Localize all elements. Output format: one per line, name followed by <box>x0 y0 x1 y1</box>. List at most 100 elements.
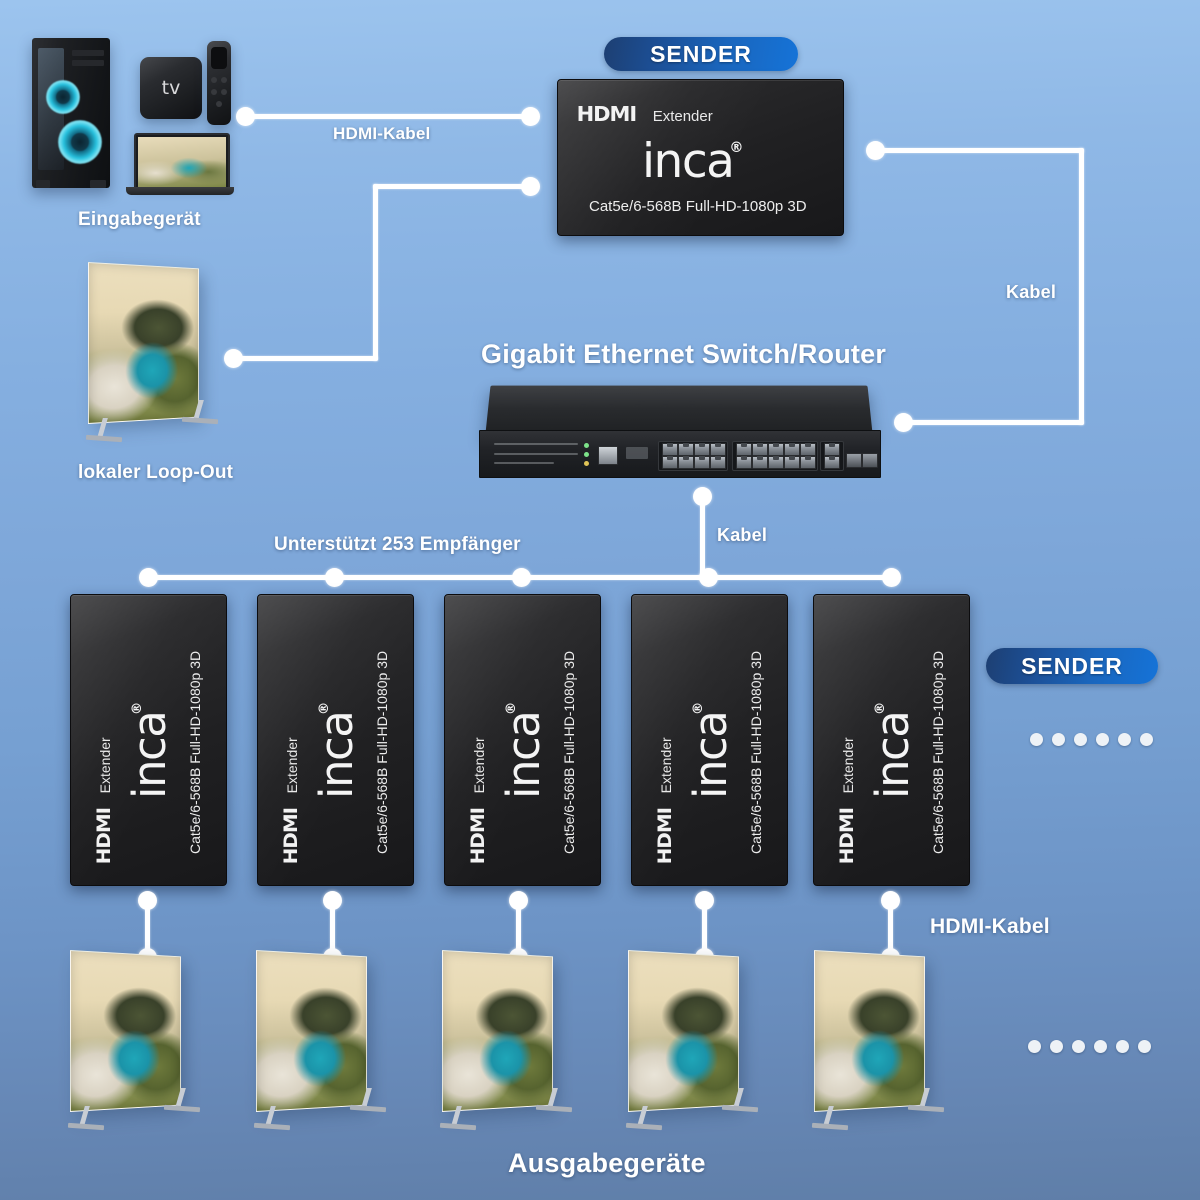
output-tv-4 <box>628 950 758 1112</box>
extender-word-label: Extender <box>652 108 713 125</box>
pc-fan-bottom-icon <box>58 120 102 164</box>
ellipsis-dot <box>1074 733 1087 746</box>
ellipsis-dot <box>1072 1040 1085 1053</box>
remote-icon <box>207 41 231 125</box>
switch-uplink-port <box>824 456 840 469</box>
output-tv-5-screen <box>814 950 925 1112</box>
hdmi-drop-line-3 <box>516 898 521 956</box>
hdmi-logo-icon: HDMI <box>654 808 676 864</box>
extender-word-label: Extender <box>658 737 674 794</box>
switch-title: Gigabit Ethernet Switch/Router <box>481 339 887 369</box>
hdmi-cable-top-dot-left <box>236 107 255 126</box>
switch-rj45-port <box>800 456 816 469</box>
output-tv-3-panel <box>442 950 553 1112</box>
remote-button <box>211 89 217 95</box>
brand-logo: inca ® <box>123 702 176 799</box>
output-tv-4-panel <box>628 950 739 1112</box>
hdmi-cable-top-label: HDMI-Kabel <box>333 124 431 143</box>
ellipsis-dot <box>1050 1040 1063 1053</box>
hdmi-logo-text: HDMI <box>467 808 489 865</box>
brand-logo: inca ® <box>866 702 919 799</box>
hdmi-logo-icon: HDMI <box>93 808 115 864</box>
hdmi-logo-icon: HDMI <box>280 808 302 864</box>
output-tv-4-screen <box>628 950 739 1112</box>
switch-sfp-port <box>862 453 878 468</box>
laptop-screen <box>138 137 226 187</box>
receiver-2-face: HDMI Extender inca ® Cat5e/6-568B Full-H… <box>258 595 413 885</box>
receiver-2: HDMI Extender inca ® Cat5e/6-568B Full-H… <box>257 594 414 886</box>
output-tv-2-foot-left <box>253 1122 291 1131</box>
switch-sfp-port <box>846 453 862 468</box>
receiver-3: HDMI Extender inca ® Cat5e/6-568B Full-H… <box>444 594 601 886</box>
ellipsis-dot <box>1116 1040 1129 1053</box>
hdmi-logo-text: HDMI <box>93 808 115 865</box>
receiver-top-row: HDMI Extender <box>93 737 115 864</box>
loopout-label: lokaler Loop-Out <box>78 462 234 483</box>
brand-logo-text: inca <box>310 711 363 799</box>
loopout-segment-horizontal-top <box>373 184 531 189</box>
distribution-bus-dot <box>512 568 531 587</box>
distribution-bus-dot <box>139 568 158 587</box>
switch-rj45-port <box>800 443 816 456</box>
sender-badge-top-label: SENDER <box>650 40 752 67</box>
registered-mark: ® <box>316 701 332 716</box>
registered-mark: ® <box>872 701 888 716</box>
cable-right-dot-switch <box>894 413 913 432</box>
output-tv-2 <box>256 950 386 1112</box>
loopout-tv-foot-left <box>85 434 123 443</box>
switch-status-led <box>584 452 589 457</box>
ellipsis-dot <box>1030 733 1043 746</box>
hdmi-logo-icon: HDMI <box>576 102 638 126</box>
receiver-top-row: HDMI Extender <box>654 737 676 864</box>
hdmi-drop-line-2 <box>330 898 335 956</box>
loopout-tv-panel <box>88 262 199 424</box>
pc-drive-bay <box>72 60 104 66</box>
switch-rj45-port <box>752 456 768 469</box>
cable-right-dot-sender <box>866 141 885 160</box>
pc-drive-bay <box>72 50 104 56</box>
hdmi-drop-dot-top-3 <box>509 891 528 910</box>
loopout-segment-vertical <box>373 184 378 361</box>
remote-touchpad <box>211 47 227 69</box>
hdmi-drop-dot-top-5 <box>881 891 900 910</box>
output-tv-5 <box>814 950 944 1112</box>
receiver-3-face: HDMI Extender inca ® Cat5e/6-568B Full-H… <box>445 595 600 885</box>
tv-box-icon: tv <box>140 57 202 119</box>
distribution-bus-dot <box>699 568 718 587</box>
receiver-4-face: HDMI Extender inca ® Cat5e/6-568B Full-H… <box>632 595 787 885</box>
bottom-caption: Ausgabegeräte <box>508 1148 706 1178</box>
switch-status-led <box>584 461 589 466</box>
pc-tower-icon <box>32 38 110 188</box>
input-device-label: Eingabegerät <box>78 209 201 230</box>
loopout-segment-horizontal-bottom <box>230 356 378 361</box>
receiver-5: HDMI Extender inca ® Cat5e/6-568B Full-H… <box>813 594 970 886</box>
tv-box-label: tv <box>161 77 181 99</box>
registered-mark: ® <box>129 701 145 716</box>
output-tv-3 <box>442 950 572 1112</box>
hdmi-cable-bottom-label: HDMI-Kabel <box>930 915 1050 938</box>
switch-rj45-port <box>662 443 678 456</box>
switch-console-marking <box>626 447 648 459</box>
laptop-icon <box>126 133 234 199</box>
extender-word-label: Extender <box>471 737 487 794</box>
cable-down-label: Kabel <box>717 525 768 545</box>
remote-button <box>211 77 217 83</box>
switch-front-panel <box>479 430 881 478</box>
hdmi-logo-icon: HDMI <box>836 808 858 864</box>
receiver-spec-line: Cat5e/6-568B Full-HD-1080p 3D <box>930 650 946 854</box>
loopout-tv <box>88 262 218 424</box>
hdmi-logo-text: HDMI <box>576 102 638 126</box>
brand-logo-text: inca <box>866 711 919 799</box>
ellipsis-dot <box>1138 1040 1151 1053</box>
output-tv-4-foot-left <box>625 1122 663 1131</box>
switch-rj45-port <box>768 443 784 456</box>
output-tv-3-screen <box>442 950 553 1112</box>
ellipsis-dot <box>1028 1040 1041 1053</box>
distribution-bus-dot <box>325 568 344 587</box>
ellipsis-dot <box>1118 733 1131 746</box>
switch-rj45-port <box>736 443 752 456</box>
gigabit-switch <box>479 378 881 488</box>
switch-rj45-port <box>784 443 800 456</box>
switch-rj45-port <box>662 456 678 469</box>
